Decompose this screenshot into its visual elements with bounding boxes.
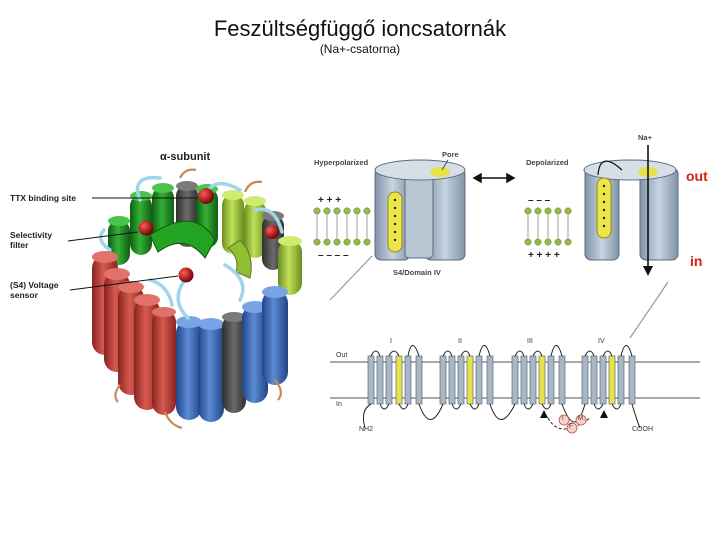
ball-marker	[265, 225, 279, 239]
topology-in-label: In	[336, 401, 342, 408]
voltage-sensor-marker	[179, 268, 194, 283]
domain-red	[92, 251, 176, 415]
na-plus-label: Na+	[638, 133, 652, 142]
ifm-m: M	[578, 416, 583, 422]
voltage-sensor-label: (S4) Voltage sensor	[10, 280, 80, 300]
cooh-label: COOH	[632, 426, 653, 433]
domain-lime	[222, 190, 302, 295]
pore-label: Pore	[442, 150, 459, 159]
in-label: in	[690, 253, 702, 269]
hyperpolarized-label: Hyperpolarized	[314, 158, 368, 167]
svg-text:+ + + +: + + + +	[528, 250, 560, 261]
s4-domain-label: S4/Domain IV	[393, 268, 441, 277]
ttx-site-label: TTX binding site	[10, 193, 76, 203]
ifm-f: F	[569, 424, 573, 430]
topology-diagram	[330, 346, 700, 434]
topology-out-label: Out	[336, 352, 347, 359]
domain-label-1: I	[390, 338, 392, 345]
domain-blue	[176, 286, 288, 422]
domain-label-4: IV	[598, 338, 605, 345]
svg-text:– – –: – – –	[528, 195, 551, 206]
depolarized-label: Depolarized	[526, 158, 569, 167]
domain-label-2: II	[458, 338, 462, 345]
helices	[368, 356, 635, 404]
ifm-arrows	[540, 410, 608, 418]
svg-text:+ + +: + + +	[318, 195, 341, 206]
domain-label-3: III	[527, 338, 533, 345]
nh2-label: NH2	[359, 426, 373, 433]
ttx-site-marker	[198, 188, 214, 204]
svg-text:– – – –: – – – –	[318, 250, 349, 261]
channel-3d-model	[68, 170, 302, 428]
selectivity-filter-label: Selectivity filter	[10, 230, 70, 250]
channel-closed	[375, 160, 465, 260]
ifm-i: I	[562, 416, 564, 422]
alpha-subunit-label: α-subunit	[160, 152, 210, 162]
out-label: out	[686, 168, 708, 184]
selectivity-filter-marker	[139, 221, 154, 236]
